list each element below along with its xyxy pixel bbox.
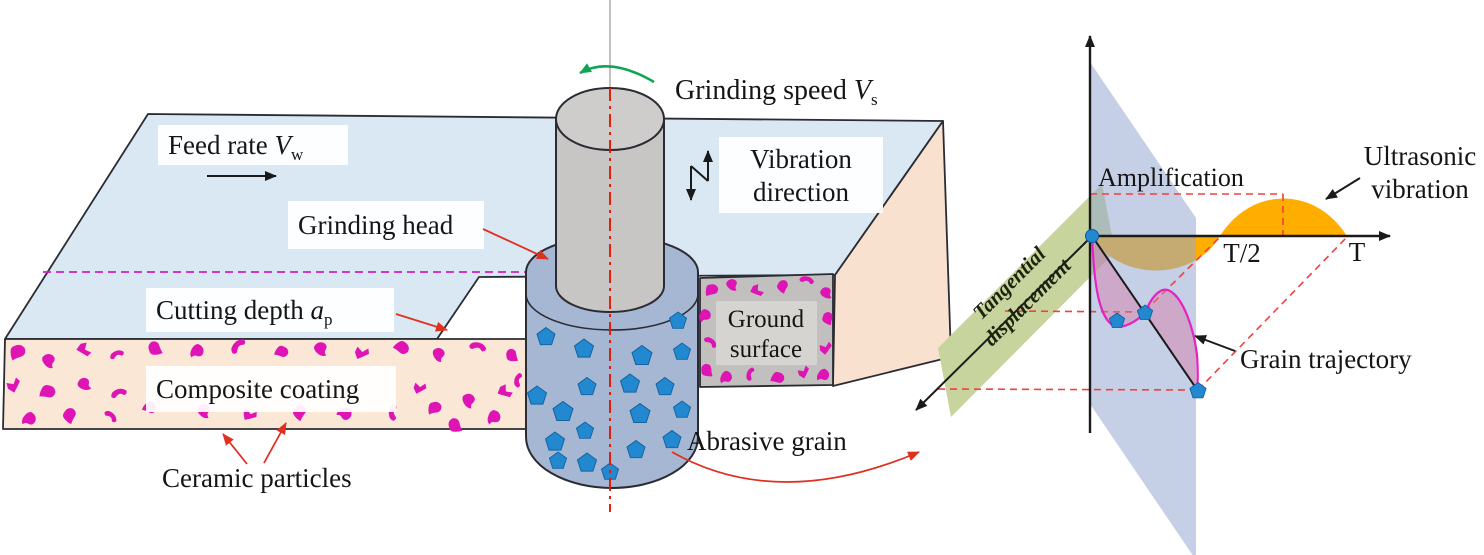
ground-surface-label-line2: surface: [730, 336, 802, 363]
feed-rate-label-box: [158, 125, 348, 165]
amplification-label: Amplification: [1098, 163, 1244, 192]
projection-dashed-lines: [937, 193, 1348, 391]
ceramic-particles-label: Ceramic particles: [162, 463, 352, 493]
origin-grain-dot: [1085, 229, 1099, 243]
trajectory-lobe-left: [1092, 236, 1145, 327]
ground-surface-label-line1: Ground: [728, 306, 805, 333]
grinding-head-label-box: [288, 201, 484, 249]
grain-trajectory-label: Grain trajectory: [1240, 344, 1412, 374]
tick-label-t-half: T/2: [1223, 238, 1261, 268]
projection-diagonal-t2: [1144, 236, 1221, 312]
grain-trajectory-pointer-arrow: [1194, 335, 1236, 352]
composite-coating-label-box: [146, 366, 396, 412]
abrasive-grain-curved-arrow: [671, 451, 920, 483]
ultrasonic-vibration-label-line2: vibration: [1371, 174, 1469, 204]
vibration-direction-label-line1: Vibration: [750, 144, 852, 174]
feed-rate-label: Feed rate Vw: [168, 130, 304, 164]
ground-surface-label-box: [716, 301, 817, 365]
grinding-head-pointer-arrow: [482, 228, 549, 260]
ceramic-particles-arrow-right: [263, 422, 287, 464]
cutting-depth-label: Cutting depth ap: [156, 295, 333, 329]
trajectory-lobe-right: [1145, 289, 1198, 391]
vibration-direction-label-line2: direction: [753, 177, 849, 207]
abrasive-grain-label: Abrasive grain: [687, 426, 847, 456]
grinding-speed-label: Grinding speed Vs: [675, 75, 878, 109]
ceramic-particles-arrow-left: [222, 433, 248, 465]
vibration-direction-zigzag-arrow: [686, 150, 713, 201]
labels: Feed rate Vw Grinding speed Vs Vibration…: [146, 75, 1476, 493]
ultrasonic-vibration-label-line1: Ultrasonic: [1364, 141, 1476, 171]
tangential-displacement-arrow: [915, 235, 1093, 411]
tick-label-t: T: [1349, 237, 1366, 267]
vibration-graph: Tangential displacement: [915, 35, 1391, 555]
trajectory-curve: [1090, 235, 1199, 392]
cutting-depth-pointer-arrow: [395, 313, 448, 332]
vibration-direction-label-box: [719, 137, 883, 213]
head-ring-edge: [525, 293, 699, 331]
composite-coating-label: Composite coating: [156, 374, 359, 404]
grain-trajectory-group: [1085, 229, 1207, 399]
grinding-head-shaft: [555, 118, 665, 313]
rotation-arrow: [579, 63, 655, 84]
grinding-head-label: Grinding head: [298, 210, 454, 240]
workpiece-right-face: [832, 120, 952, 387]
cutting-depth-label-box: [146, 288, 394, 332]
grinding-head: [525, 0, 699, 512]
ultrasonic-vibration-pointer-arrow: [1325, 177, 1361, 200]
